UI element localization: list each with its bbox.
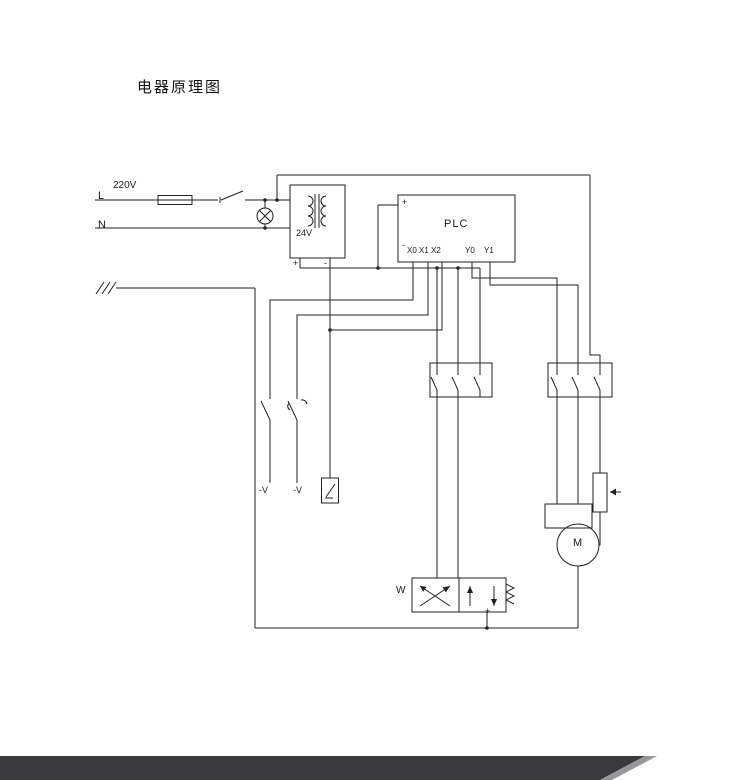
gearbox-icon (544, 503, 593, 529)
line-n-label: N (98, 219, 106, 231)
valve-label: W (396, 585, 406, 596)
page-title: 电器原理图 (137, 80, 223, 96)
dc-supply-rail (300, 204, 481, 363)
relay-contacts-2-icon (547, 362, 613, 398)
line-l-label: L (98, 190, 105, 202)
transformer-minus-label: - (324, 258, 327, 268)
plc-plus-label: + (402, 197, 408, 207)
switch2-label: -V (293, 485, 302, 495)
mains-voltage-label: 220V (113, 180, 137, 191)
input-switch-1-icon (260, 396, 271, 483)
indicator-lamp-icon (256, 198, 274, 230)
transformer-plus-label: + (293, 258, 299, 268)
switch1-label: -V (259, 485, 268, 495)
top-supply-rail (275, 174, 601, 363)
spring-icon (504, 583, 516, 605)
ground-icon (95, 281, 256, 628)
footer-dark-shape (0, 756, 645, 780)
plc-inputs-label: X0 X1 X2 (407, 246, 441, 255)
power-line-l-n (95, 190, 290, 229)
input-switch-2-icon (287, 396, 308, 483)
plc-box (397, 194, 516, 263)
potentiometer-icon (592, 397, 621, 546)
plc-minus-label: - (402, 240, 405, 250)
plc-name-label: PLC (444, 218, 469, 230)
sensor-box-icon (321, 477, 339, 504)
plc-output-wires (471, 262, 579, 363)
solenoid-valve-icon (411, 577, 516, 613)
motor-label: M (573, 537, 583, 549)
main-switch-icon (219, 190, 244, 203)
plc-input-wires (269, 262, 443, 396)
motor-branch (544, 397, 600, 628)
plc-output-y1-label: Y1 (484, 246, 494, 255)
footer-gray-shape (600, 756, 657, 780)
transformer-voltage-label: 24V (296, 228, 313, 238)
valve-plus-label: + (485, 606, 491, 616)
bottom-return-rail (255, 612, 578, 630)
footer-banner (0, 756, 657, 780)
plc-output-y0-label: Y0 (465, 246, 475, 255)
relay-contacts-1-icon (429, 362, 493, 398)
transformer-icon (289, 184, 346, 478)
valve-feed-wires (436, 397, 459, 578)
wiper-arrow-icon (610, 488, 616, 496)
